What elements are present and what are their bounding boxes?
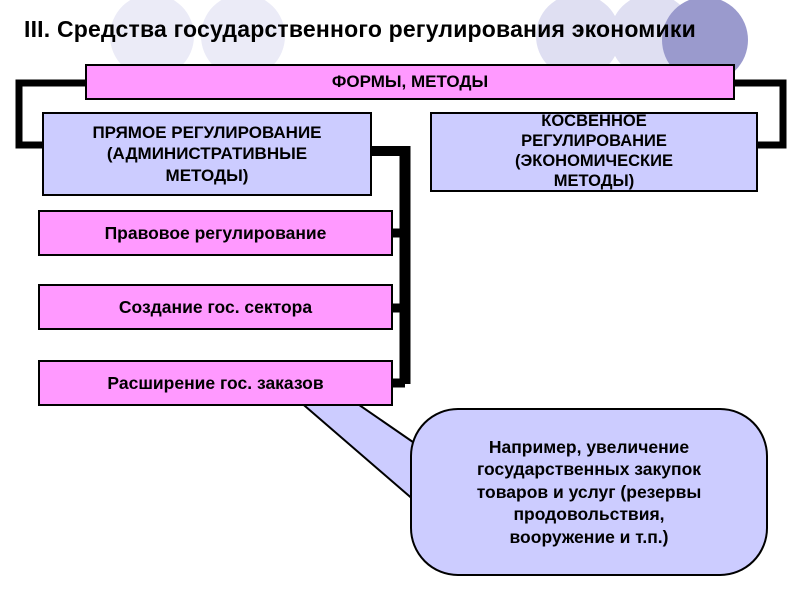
decor-circle (110, 0, 194, 78)
item-label: Создание гос. сектора (118, 296, 313, 317)
forms-methods-box: ФОРМЫ, МЕТОДЫ (85, 64, 735, 100)
indirect-regulation-box: КОСВЕННОЕ РЕГУЛИРОВАНИЕ (ЭКОНОМИЧЕСКИЕ М… (430, 112, 758, 192)
decor-circle (536, 0, 620, 78)
decor-circle (662, 0, 748, 83)
item-label: Расширение гос. заказов (107, 372, 324, 393)
item-state-orders: Расширение гос. заказов (38, 360, 393, 406)
forms-methods-label: ФОРМЫ, МЕТОДЫ (331, 72, 489, 91)
item-label: Правовое регулирование (104, 222, 327, 243)
connector-right-bracket (735, 79, 787, 149)
direct-regulation-box: ПРЯМОЕ РЕГУЛИРОВАНИЕ (АДМИНИСТРАТИВНЫЕ М… (42, 112, 372, 196)
item-legal-regulation: Правовое регулирование (38, 210, 393, 256)
example-callout-text: Например, увеличение государственных зак… (476, 437, 702, 547)
slide-title: III. Средства государственного регулиров… (24, 16, 696, 42)
item-state-sector: Создание гос. сектора (38, 284, 393, 330)
decor-circle (201, 0, 285, 78)
connector-left-bracket (15, 79, 85, 149)
indirect-regulation-label: КОСВЕННОЕ РЕГУЛИРОВАНИЕ (ЭКОНОМИЧЕСКИЕ М… (515, 112, 673, 190)
example-callout: Например, увеличение государственных зак… (410, 408, 768, 576)
direct-regulation-label: ПРЯМОЕ РЕГУЛИРОВАНИЕ (АДМИНИСТРАТИВНЫЕ М… (92, 123, 322, 185)
